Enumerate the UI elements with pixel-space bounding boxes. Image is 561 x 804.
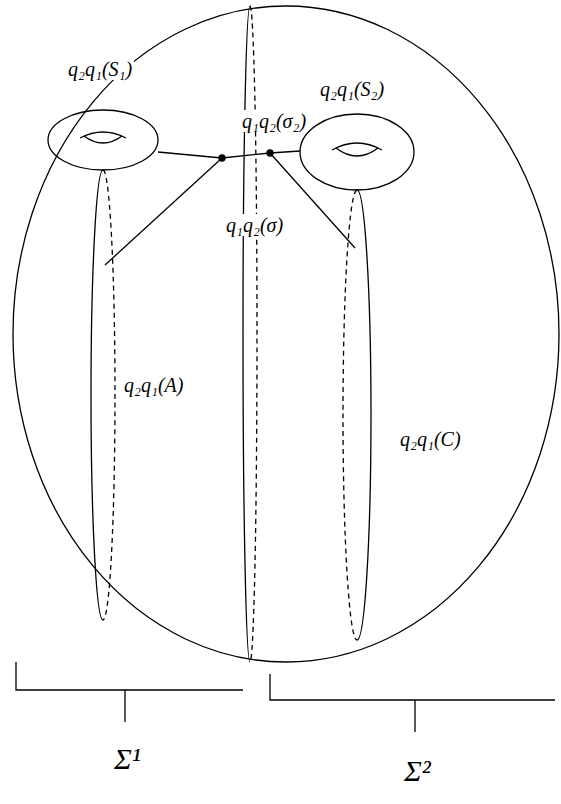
curve-label: q₁q₂(σ) [224, 214, 285, 236]
curve-label: q₂q₁(S₂) [318, 78, 386, 100]
curve-label: q₂q₁(A) [122, 374, 185, 396]
curve-label: q₂q₁(C) [398, 428, 463, 450]
curve-label: q₂q₁(S₁) [66, 58, 134, 80]
region-label: Σ¹ [112, 742, 143, 775]
region-label: Σ² [402, 754, 433, 787]
curve-label: q₁q₂(σ₂) [240, 110, 308, 132]
